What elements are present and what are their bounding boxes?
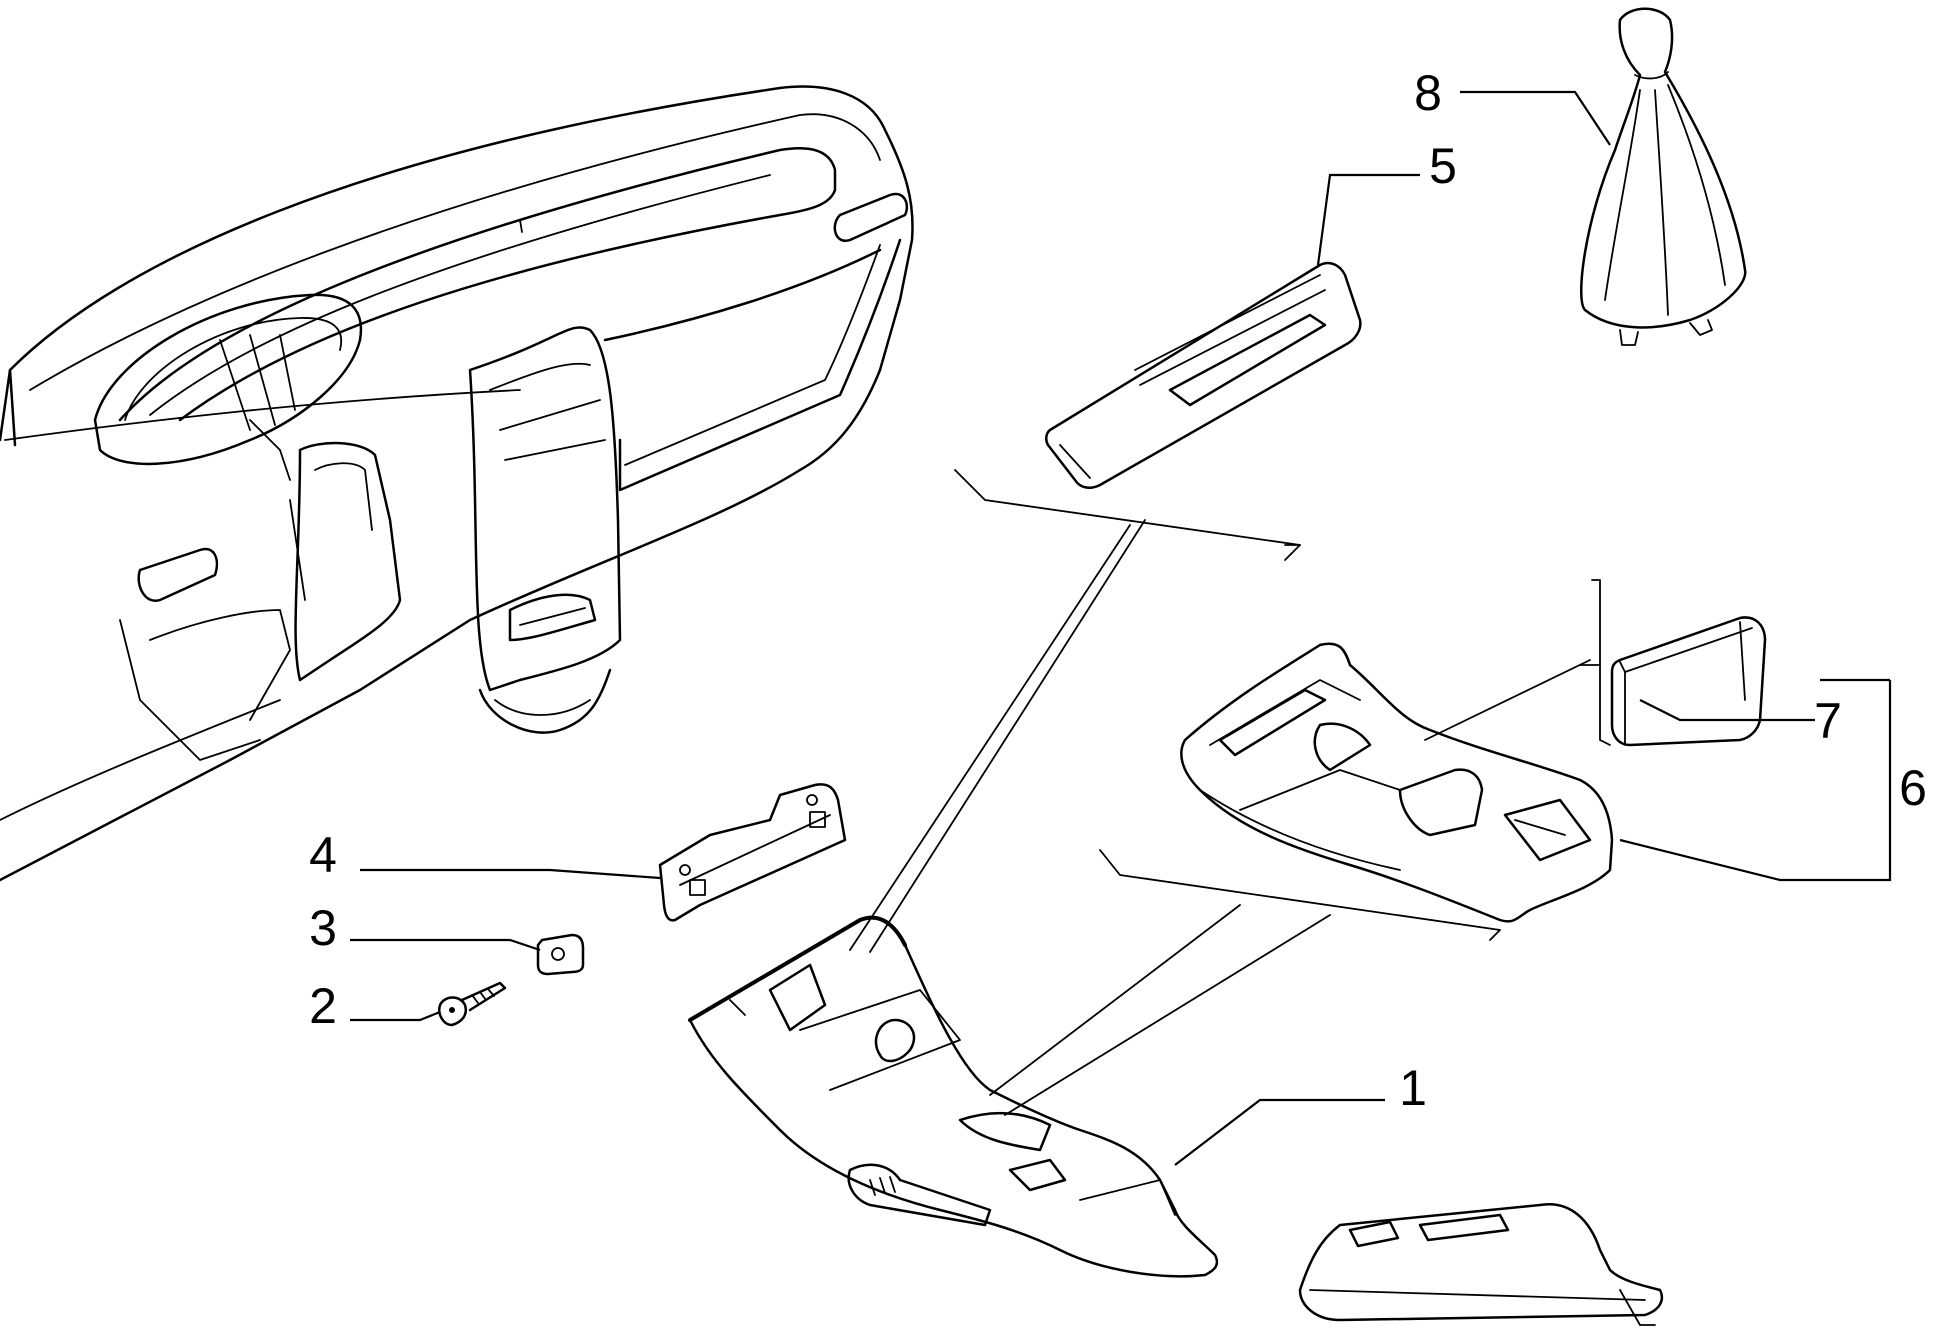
small-box-part-7 [1610, 616, 1767, 747]
callout-label-7: 7 [1814, 693, 1842, 749]
leader-6 [1619, 680, 1892, 882]
leader-7 [1639, 699, 1815, 722]
leader-1 [1174, 1098, 1385, 1166]
console-part-6 [1180, 642, 1614, 923]
clip-part-3 [536, 933, 585, 976]
bottom-cover-part [1298, 1202, 1664, 1326]
callout-label-6: 6 [1899, 760, 1927, 816]
callout-label-3: 3 [309, 900, 337, 956]
gear-boot-part [1580, 7, 1747, 346]
leader-8 [1460, 90, 1611, 146]
callout-label-2: 2 [309, 978, 337, 1034]
callout-labels: 8 5 7 6 1 4 3 2 [309, 65, 1927, 1116]
bracket-part-4 [658, 783, 847, 922]
leader-lines [350, 90, 1892, 1166]
dashboard-outline [0, 85, 914, 882]
leader-2 [350, 1010, 441, 1022]
callout-label-1: 1 [1399, 1060, 1427, 1116]
callout-label-5: 5 [1429, 138, 1457, 194]
callout-label-4: 4 [309, 827, 337, 883]
callout-label-8: 8 [1414, 65, 1442, 121]
tray-part-5 [1045, 261, 1362, 489]
leader-5 [1316, 173, 1420, 266]
screw-part-2 [438, 981, 507, 1027]
leader-4 [360, 868, 661, 880]
leader-3 [350, 938, 541, 952]
exploded-guide-lines [849, 469, 1611, 1116]
console-part-1 [688, 915, 1219, 1278]
